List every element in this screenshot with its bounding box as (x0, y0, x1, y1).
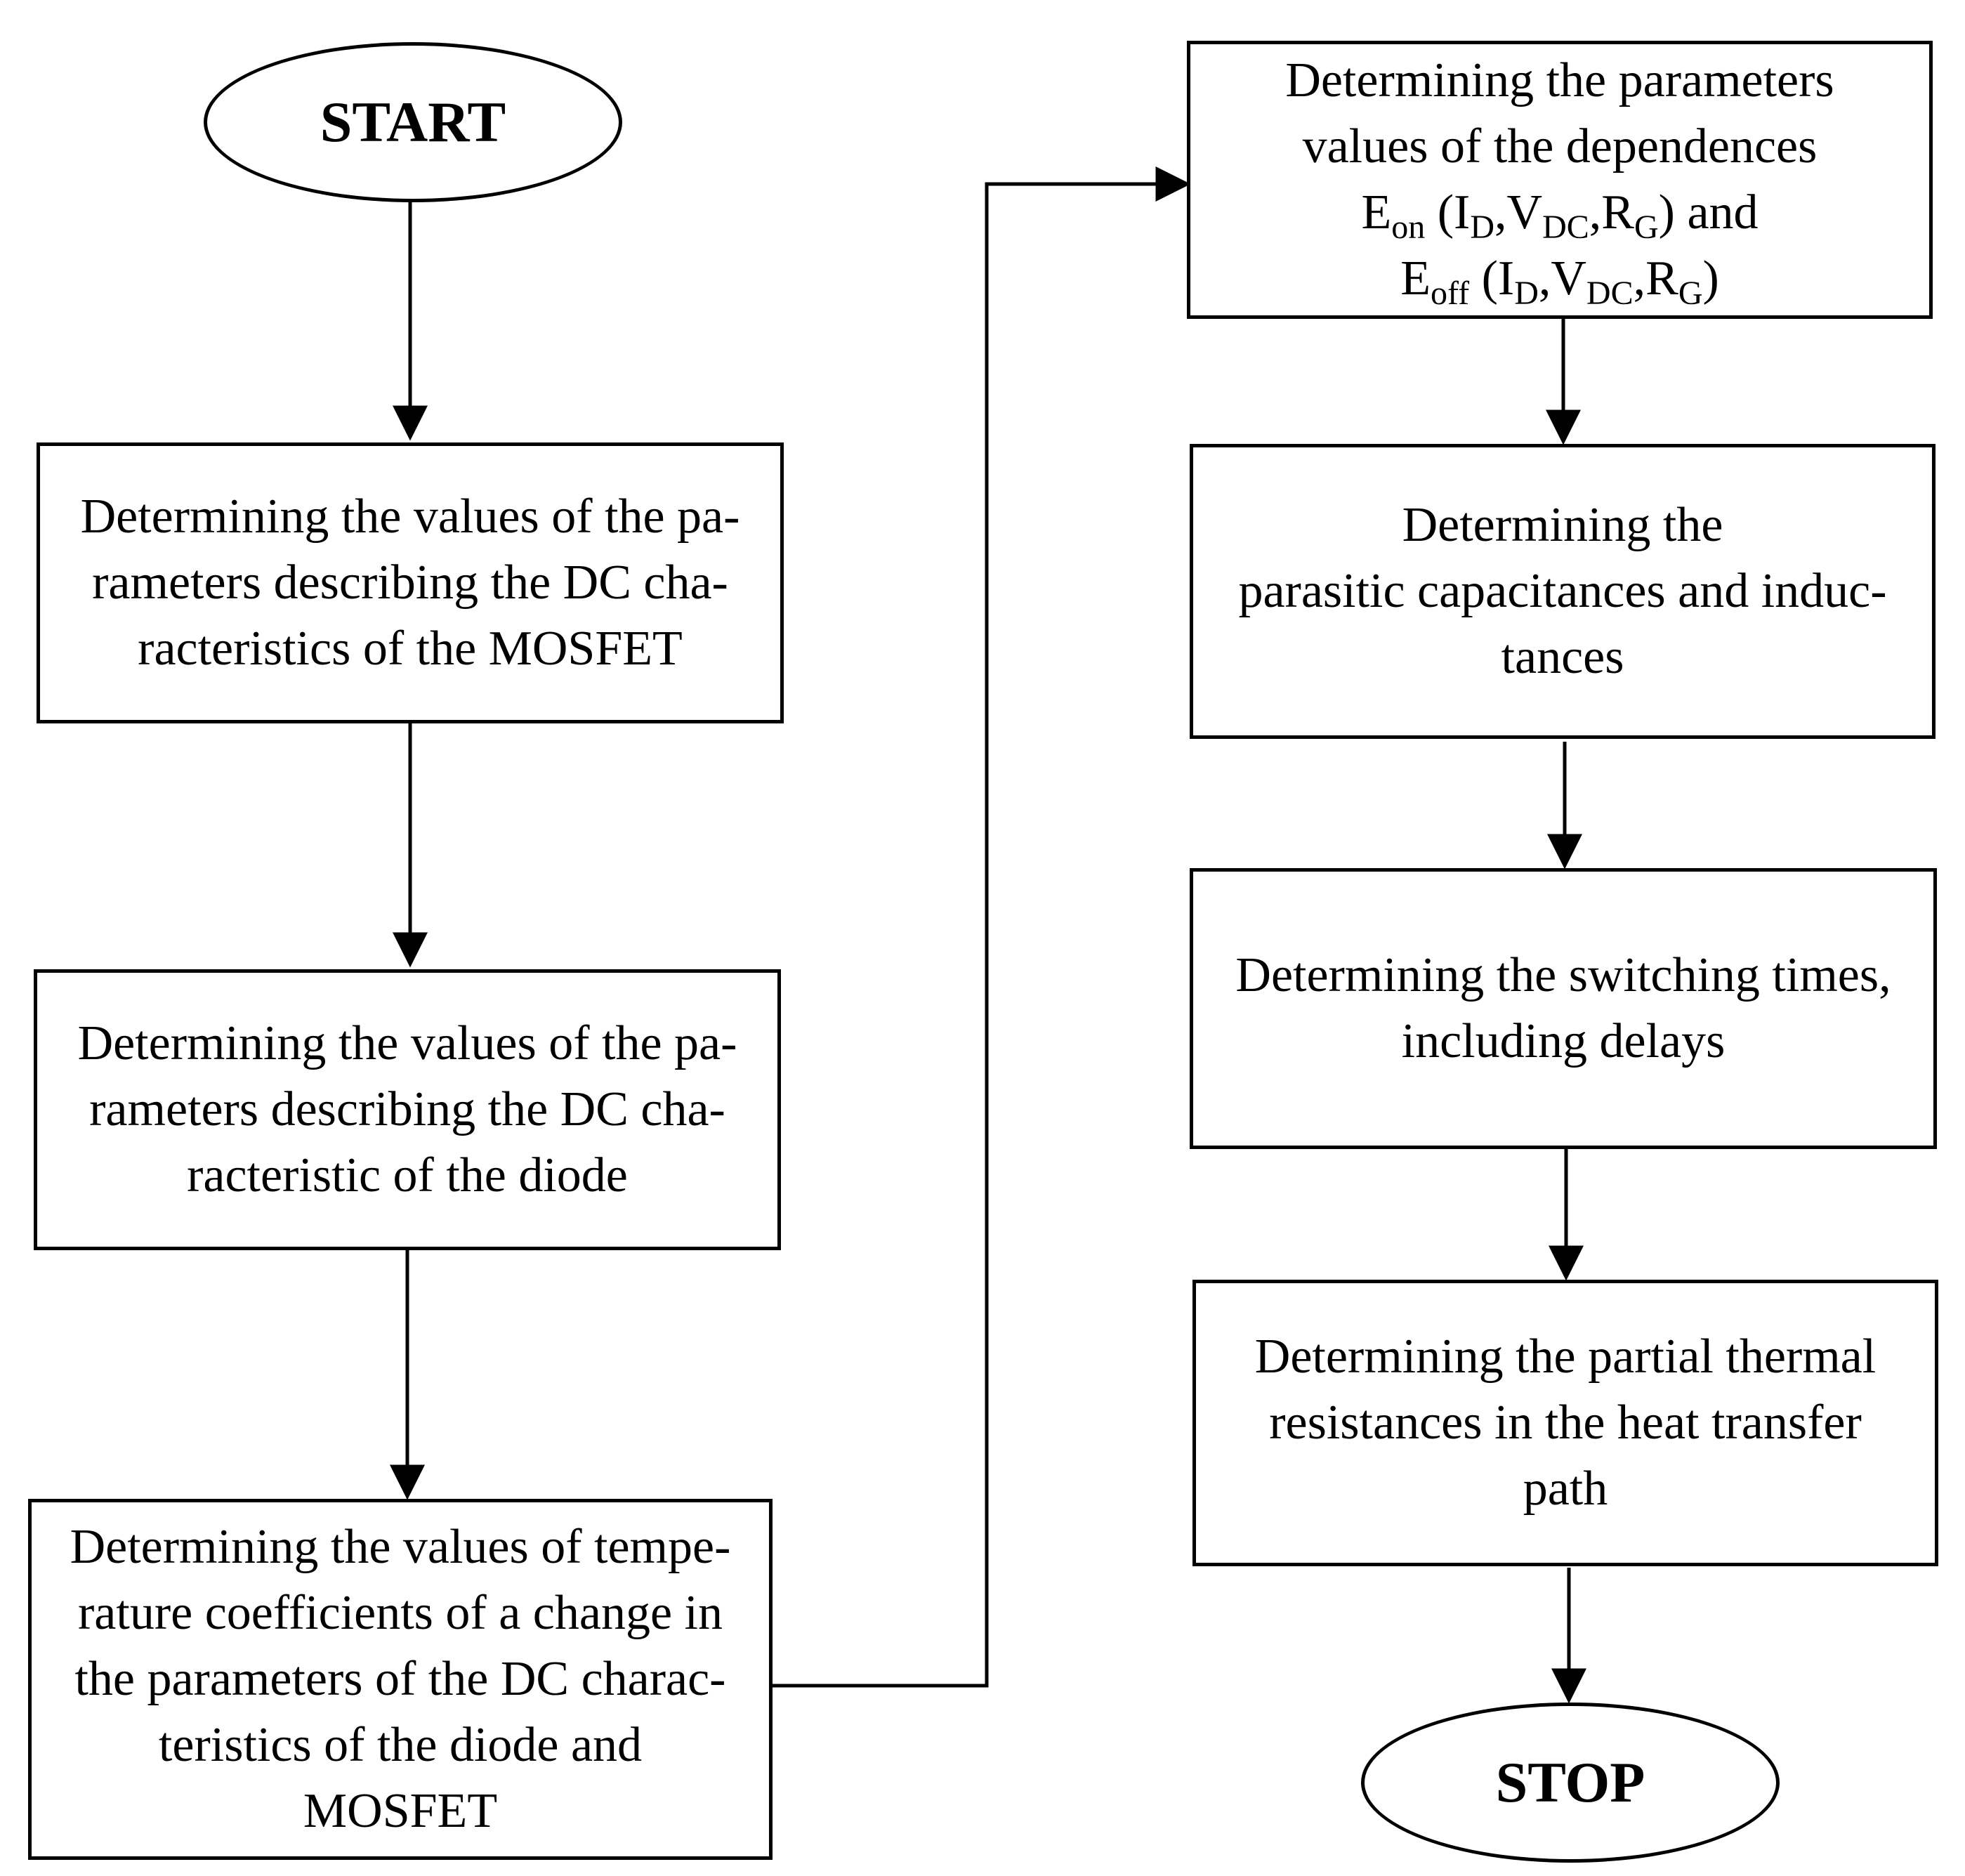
step-mosfet-dc-box: Determining the values of the pa- ramete… (37, 442, 784, 723)
eoff-equation: Eoff (ID,VDC,RG) (1400, 251, 1719, 312)
eon-equation: Eon (ID,VDC,RG) and (1361, 185, 1759, 246)
step-text-line: tances (1501, 630, 1624, 684)
step-text-line: values of the dependences (1302, 119, 1818, 173)
step-text-line: Determining the parameters (1285, 53, 1834, 107)
step-text-line: the parameters of the DC charac- (74, 1652, 726, 1706)
step-text-line: path (1523, 1462, 1608, 1516)
step-text-line: Determining the partial thermal (1254, 1330, 1877, 1384)
start-label: START (320, 90, 506, 154)
step-text-line: racteristic of the diode (187, 1148, 628, 1202)
step-text-line: parasitic capacitances and induc- (1238, 564, 1887, 618)
stop-terminal: STOP (1361, 1703, 1780, 1863)
step-energy-dependences-box: Determining the parameters values of the… (1187, 41, 1933, 319)
step-switching-times-box: Determining the switching times, includi… (1190, 868, 1937, 1149)
start-terminal: START (204, 42, 622, 202)
step-text-line: Determining the values of tempe- (70, 1520, 731, 1574)
step-thermal-resistances-box: Determining the partial thermal resistan… (1192, 1280, 1938, 1566)
step-text-line: rameters describing the DC cha- (89, 1082, 725, 1136)
step-text-line: Determining the (1402, 498, 1723, 552)
stop-label: STOP (1495, 1750, 1645, 1814)
step-text-line: rature coefficients of a change in (78, 1586, 723, 1640)
step-parasitic-box: Determining the parasitic capacitances a… (1190, 444, 1936, 739)
step-text-line: racteristics of the MOSFET (138, 622, 683, 676)
step-text-line: teristics of the diode and (158, 1718, 643, 1772)
step-text-line: Determining the values of the pa- (80, 490, 740, 544)
step-text-line: MOSFET (303, 1784, 498, 1838)
step-text-line: rameters describing the DC cha- (92, 556, 728, 610)
step-text-line: including delays (1401, 1014, 1726, 1068)
step-text-line: resistances in the heat transfer (1269, 1396, 1862, 1450)
step-diode-dc-box: Determining the values of the pa- ramete… (34, 969, 781, 1250)
step-text-line: Determining the switching times, (1235, 948, 1891, 1002)
step-temperature-coefficients-box: Determining the values of tempe- rature … (28, 1499, 773, 1860)
step-text-line: Determining the values of the pa- (77, 1016, 737, 1070)
arrow-temperature-to-energy (771, 166, 1191, 1688)
